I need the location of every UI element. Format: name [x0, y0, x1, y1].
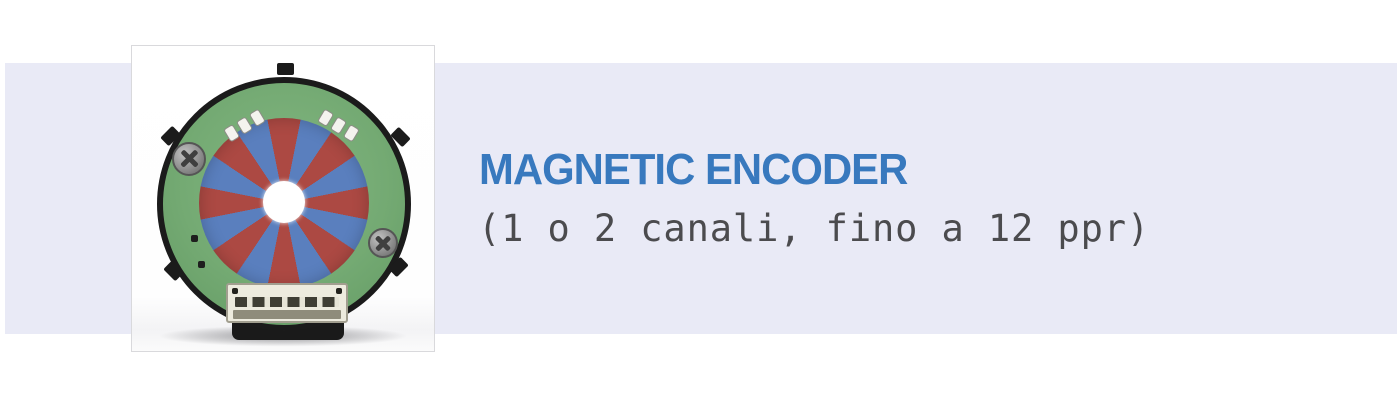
connector-hole [336, 288, 342, 294]
connector-socket [226, 283, 348, 323]
pcb-via-dot [191, 235, 198, 242]
screw-head [172, 142, 206, 176]
product-subtitle: (1 o 2 canali, fino a 12 ppr) [478, 207, 1151, 250]
screw-head [368, 228, 398, 258]
shaft-hole [263, 181, 305, 223]
mounting-tab [277, 63, 294, 75]
connector-hole [232, 288, 238, 294]
connector-pin-slots [235, 297, 339, 307]
product-photo [131, 45, 435, 352]
pcb-via-dot [198, 261, 205, 268]
product-title: MAGNETIC ENCODER [479, 145, 908, 194]
connector-recess [233, 310, 341, 319]
